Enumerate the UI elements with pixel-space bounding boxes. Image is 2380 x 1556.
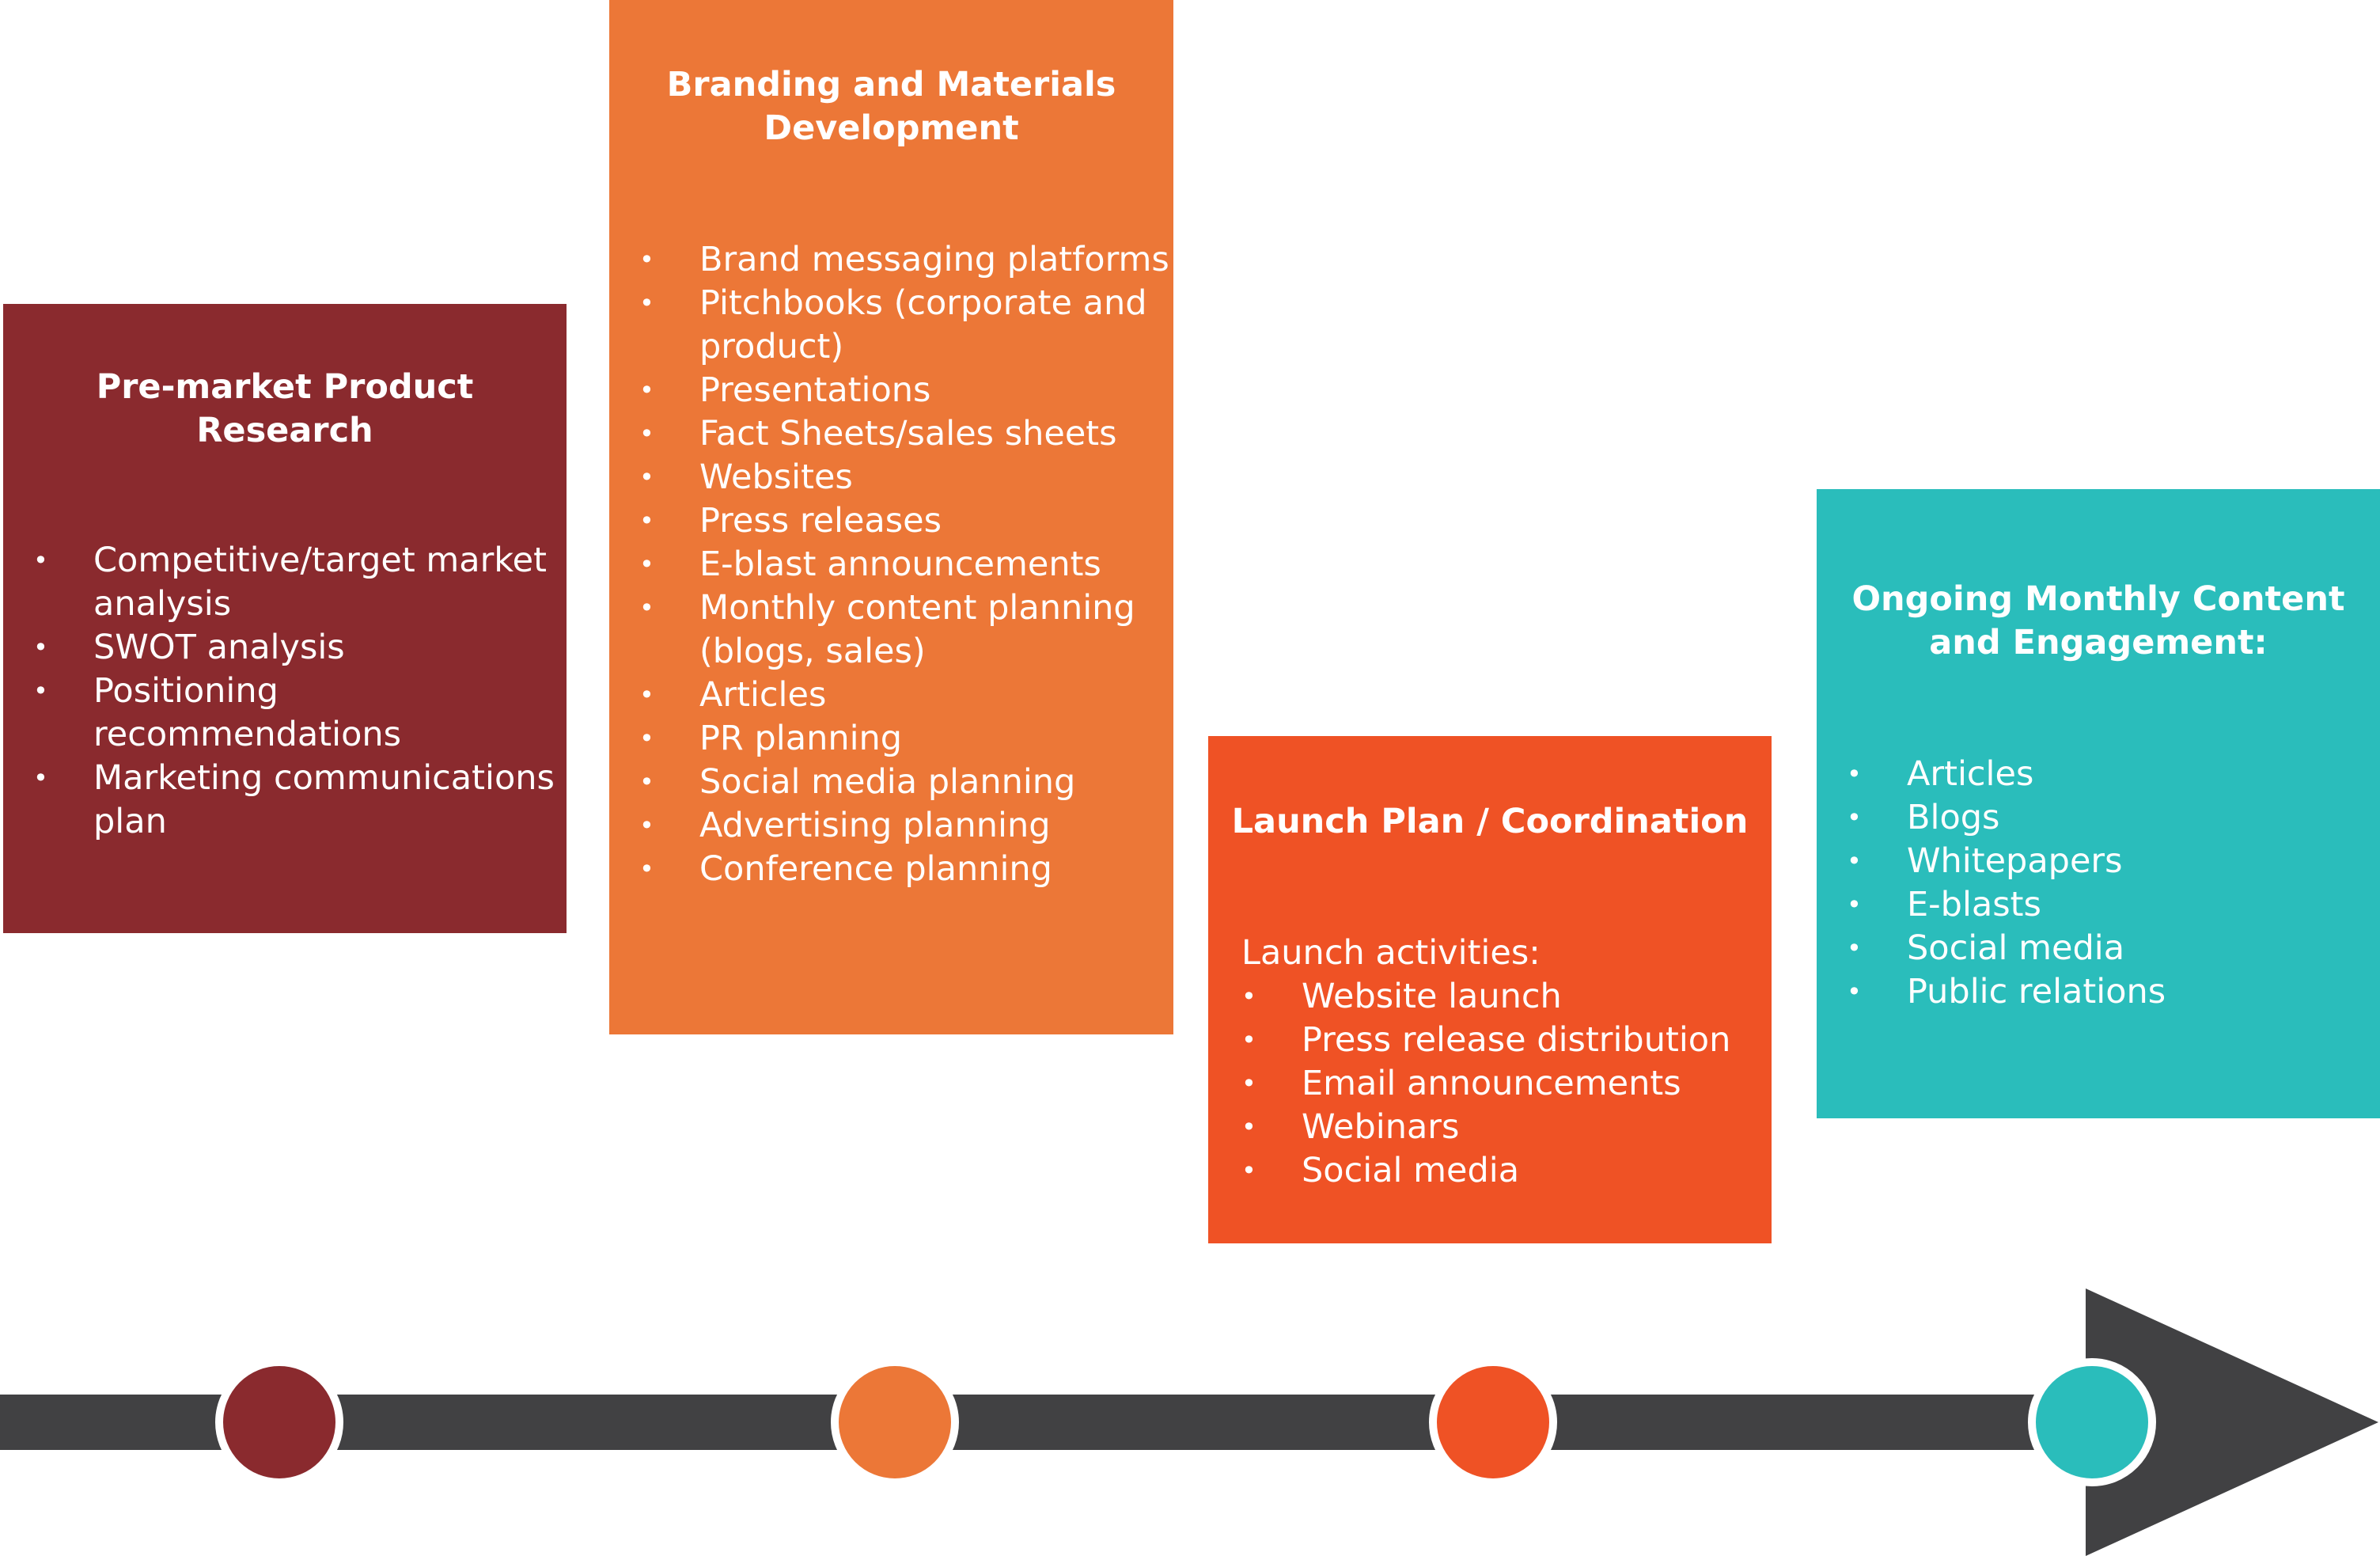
list-item: PR planning [639, 717, 1169, 761]
stage-box-research: Pre-market Product Research Competitive/… [3, 304, 567, 933]
stage-lead-launch: Launch activities: [1241, 933, 1541, 973]
stage-box-ongoing: Ongoing Monthly Content and Engagement: … [1817, 489, 2380, 1118]
timeline-arrowhead [2086, 1288, 2378, 1556]
list-item: Competitive/target market analysis [33, 539, 563, 626]
timeline-bar [0, 1395, 2097, 1450]
milestone-ongoing [2028, 1358, 2156, 1486]
list-item: Monthly content planning (blogs, sales) [639, 586, 1169, 674]
milestone-research [215, 1358, 343, 1486]
list-item: Email announcements [1241, 1062, 1764, 1106]
list-item: E-blast announcements [639, 543, 1169, 586]
stage-title-launch: Launch Plan / Coordination [1231, 802, 1749, 841]
stage-list-research: Competitive/target market analysis SWOT … [33, 539, 563, 844]
stage-title-research: Pre-market Product Research [96, 367, 474, 450]
stage-box-branding: Branding and Materials Development Brand… [609, 0, 1173, 1034]
list-item: Press release distribution [1241, 1019, 1764, 1062]
list-item: Social media [1241, 1149, 1764, 1193]
list-item: Conference planning [639, 848, 1169, 891]
list-item: Pitchbooks (corporate and product) [639, 282, 1169, 369]
list-item: Blogs [1847, 796, 2369, 840]
list-item: Articles [639, 674, 1169, 717]
list-item: Brand messaging platforms [639, 238, 1169, 282]
list-item: Social media [1847, 927, 2369, 970]
list-item: Positioning recommendations [33, 670, 563, 757]
list-item: Marketing communications plan [33, 757, 563, 844]
stage-list-ongoing: Articles Blogs Whitepapers E-blasts Soci… [1847, 753, 2369, 1014]
list-item: Presentations [639, 369, 1169, 412]
stage-title-ongoing: Ongoing Monthly Content and Engagement: [1851, 579, 2345, 662]
list-item: E-blasts [1847, 883, 2369, 927]
milestone-branding [831, 1358, 959, 1486]
list-item: Websites [639, 456, 1169, 499]
list-item: Social media planning [639, 761, 1169, 804]
stage-title-branding: Branding and Materials Development [666, 65, 1116, 148]
milestone-launch [1429, 1358, 1557, 1486]
list-item: Website launch [1241, 975, 1764, 1019]
list-item: SWOT analysis [33, 626, 563, 670]
list-item: Fact Sheets/sales sheets [639, 412, 1169, 456]
list-item: Public relations [1847, 970, 2369, 1014]
list-item: Press releases [639, 499, 1169, 543]
stage-box-launch: Launch Plan / Coordination Launch activi… [1208, 736, 1772, 1243]
list-item: Advertising planning [639, 804, 1169, 848]
list-item: Whitepapers [1847, 840, 2369, 883]
list-item: Webinars [1241, 1106, 1764, 1149]
stage-list-branding: Brand messaging platforms Pitchbooks (co… [639, 238, 1169, 891]
list-item: Articles [1847, 753, 2369, 796]
stage-list-launch: Website launch Press release distributio… [1241, 975, 1764, 1193]
